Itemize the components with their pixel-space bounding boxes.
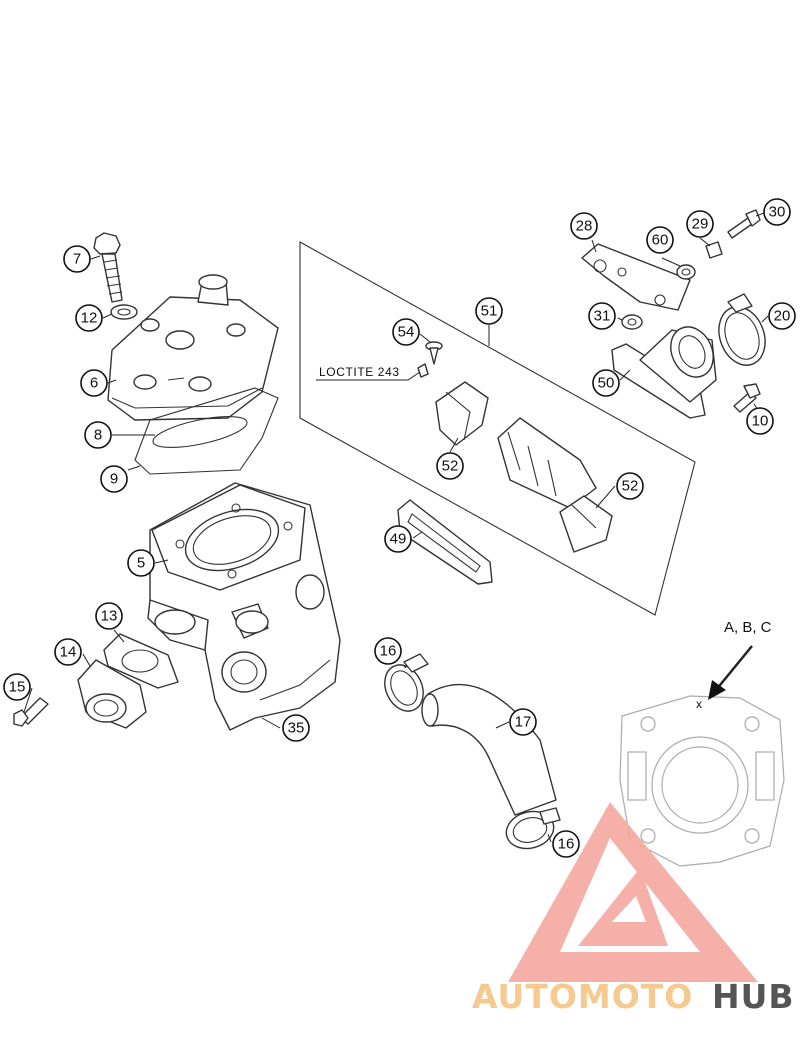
callout-51: 51 [475, 297, 503, 325]
flange-gasket-13-part [103, 633, 179, 689]
callout-52-upper: 52 [436, 452, 464, 480]
loctite-leader [316, 371, 421, 381]
callout-60: 60 [646, 226, 674, 254]
svg-text:28: 28 [576, 218, 593, 235]
svg-text:54: 54 [398, 324, 415, 341]
hose-17-part [421, 683, 557, 816]
bushing-60-part [676, 264, 696, 280]
callout-10: 10 [746, 407, 774, 435]
svg-text:17: 17 [515, 714, 532, 731]
callout-16-lower: 16 [552, 830, 580, 858]
callout-7: 7 [63, 245, 91, 273]
washer-12-part [110, 304, 138, 320]
callout-35: 35 [282, 714, 310, 742]
variant-label: A, B, C [724, 619, 772, 636]
exhaust-flange-14-part [77, 659, 147, 729]
hose-clamp-16a-part [384, 653, 429, 712]
svg-text:30: 30 [769, 204, 786, 221]
callout-12: 12 [75, 304, 103, 332]
screw-10-part [733, 383, 761, 413]
hose-clamp-16b-part [505, 807, 561, 850]
callout-5: 5 [127, 549, 155, 577]
bracket-28-part [581, 243, 691, 311]
washer-31-part [621, 314, 643, 330]
callout-17: 17 [509, 708, 537, 736]
svg-text:6: 6 [90, 375, 98, 392]
svg-text:13: 13 [101, 608, 118, 625]
watermark-text-automoto: AUTOMOTO [472, 977, 693, 1016]
svg-text:51: 51 [481, 303, 498, 320]
reed-petal-52a-part [435, 381, 489, 446]
callout-leaders [23, 212, 769, 843]
callout-13: 13 [95, 602, 123, 630]
callout-28: 28 [570, 212, 598, 240]
variant-mark: x [696, 697, 702, 711]
o-ring-8-part [152, 416, 248, 448]
svg-text:29: 29 [692, 216, 709, 233]
loctite-label: LOCTITE 243 [319, 365, 400, 379]
callout-29: 29 [686, 210, 714, 238]
screw-15-part [13, 697, 49, 727]
svg-text:35: 35 [288, 720, 305, 737]
callout-6: 6 [80, 369, 108, 397]
callout-8: 8 [84, 421, 112, 449]
callout-14: 14 [54, 638, 82, 666]
reed-petal-52b-part [559, 495, 613, 553]
callout-20: 20 [768, 302, 796, 330]
watermark-text-hub: HUB [712, 977, 795, 1016]
screw-54-part [417, 341, 443, 378]
svg-text:20: 20 [774, 308, 791, 325]
svg-text:31: 31 [594, 308, 611, 325]
callout-9: 9 [100, 465, 128, 493]
cylinder-part [147, 482, 341, 731]
svg-text:9: 9 [110, 471, 118, 488]
reed-valve-kit-frame [299, 241, 696, 616]
svg-text:16: 16 [380, 643, 397, 660]
callout-30: 30 [763, 198, 791, 226]
svg-text:52: 52 [442, 458, 459, 475]
svg-text:12: 12 [81, 310, 98, 327]
screw-30-part [727, 209, 761, 239]
cylinder-head-part [107, 274, 279, 421]
callout-50: 50 [592, 369, 620, 397]
svg-text:50: 50 [598, 375, 615, 392]
svg-text:15: 15 [9, 679, 26, 696]
svg-text:60: 60 [652, 232, 669, 249]
callout-31: 31 [588, 302, 616, 330]
clamp-20-part [718, 293, 766, 366]
variant-arrow [708, 645, 753, 700]
svg-text:5: 5 [137, 555, 145, 572]
callout-49: 49 [384, 525, 412, 553]
intake-manifold-50-part [611, 326, 717, 419]
svg-text:10: 10 [752, 413, 769, 430]
callout-16-upper: 16 [374, 637, 402, 665]
reed-block-part [497, 417, 597, 509]
callout-54: 54 [392, 318, 420, 346]
svg-text:52: 52 [622, 478, 639, 495]
svg-text:16: 16 [558, 836, 575, 853]
gasket-9-part [134, 387, 279, 475]
cylinder-variant-outline [619, 695, 785, 867]
watermark-logo [508, 802, 758, 982]
callout-15: 15 [3, 673, 31, 701]
callout-52-lower: 52 [616, 472, 644, 500]
reed-gasket-49-part [397, 499, 493, 585]
svg-text:14: 14 [60, 644, 77, 661]
screw-7-part [93, 232, 123, 303]
svg-text:49: 49 [390, 531, 407, 548]
svg-text:7: 7 [73, 251, 81, 268]
svg-text:8: 8 [94, 427, 102, 444]
